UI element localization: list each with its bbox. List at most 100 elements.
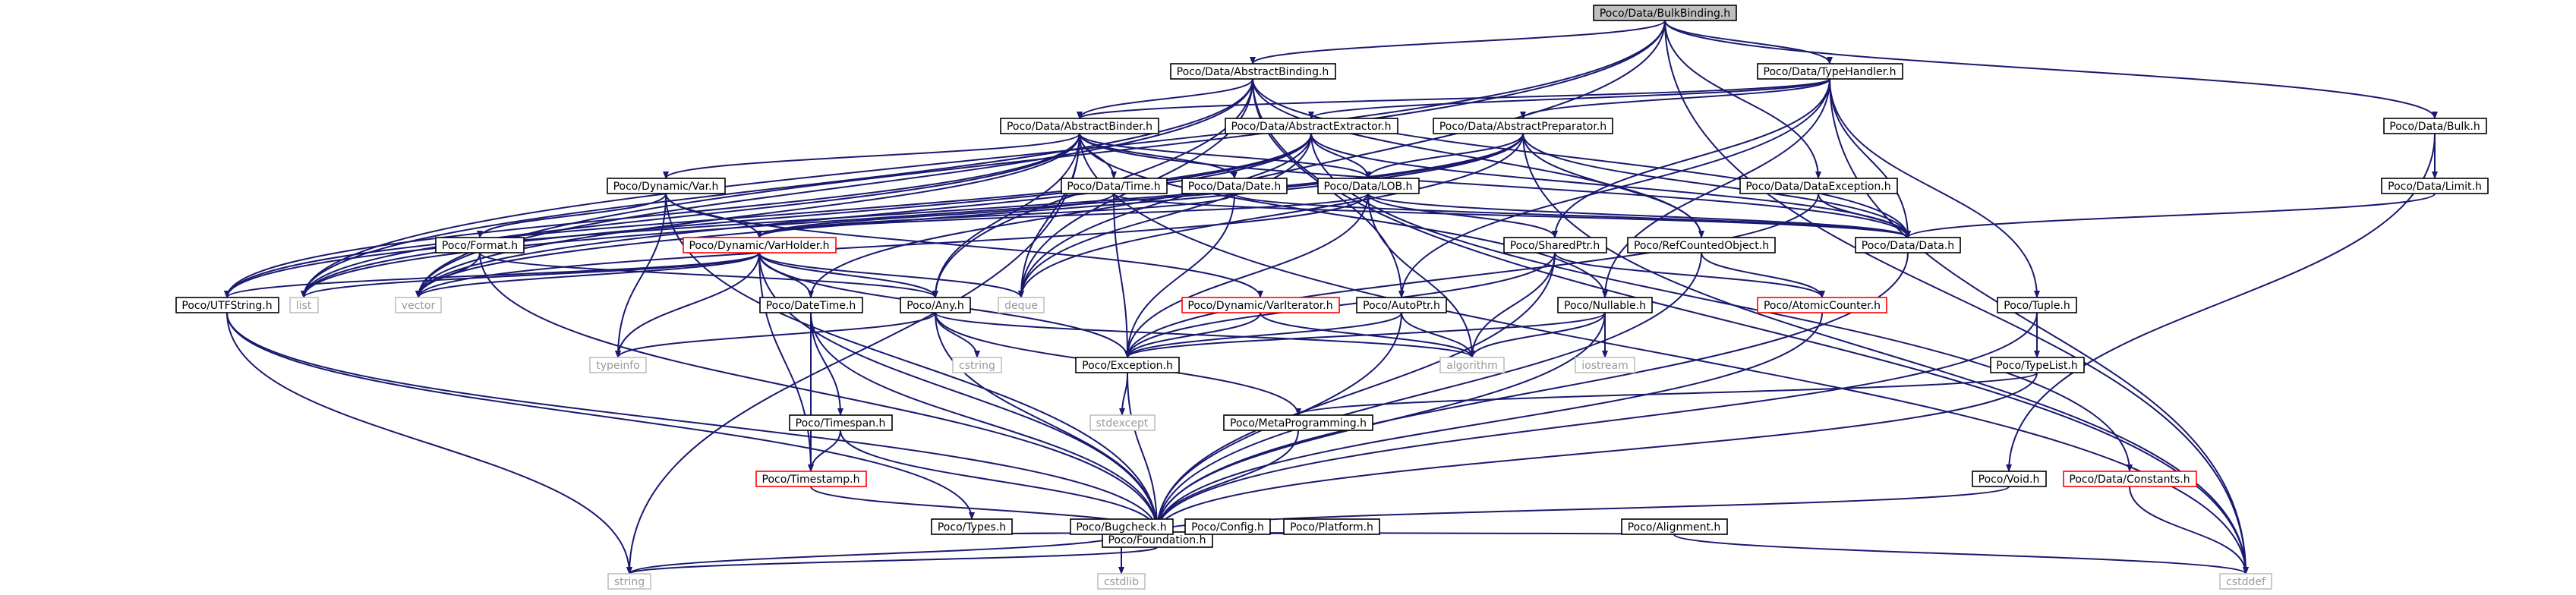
node-limit[interactable]: Poco/Data/Limit.h: [2381, 178, 2489, 194]
node-box: [1089, 414, 1156, 431]
node-format[interactable]: Poco/Format.h: [435, 237, 525, 253]
node-iostream[interactable]: iostream: [1575, 357, 1635, 373]
node-box: [2381, 178, 2489, 194]
node-types[interactable]: Poco/Types.h: [931, 518, 1013, 535]
node-varholder[interactable]: Poco/Dynamic/VarHolder.h: [683, 237, 837, 253]
edge-bulk-to-void: [2006, 133, 2436, 472]
node-label: iostream: [1581, 360, 1629, 372]
node-foundation[interactable]: Poco/Foundation.h: [1102, 531, 1213, 548]
node-algorithm[interactable]: algorithm: [1439, 357, 1505, 373]
edge-lob-to-exception: [1124, 193, 1369, 358]
node-dynvar[interactable]: Poco/Dynamic/Var.h: [607, 178, 726, 194]
node-any[interactable]: Poco/Any.h: [900, 297, 971, 313]
edge-abstractbinder-to-dynvar: [663, 133, 1080, 179]
node-datatime[interactable]: Poco/Data/Time.h: [1061, 178, 1168, 194]
node-typehandler[interactable]: Poco/Data/TypeHandler.h: [1757, 63, 1903, 80]
edge-dataexception-to-exception: [1124, 193, 1819, 358]
node-abstractextractor[interactable]: Poco/Data/AbstractExtractor.h: [1225, 118, 1398, 134]
node-tuple[interactable]: Poco/Tuple.h: [1997, 297, 2077, 313]
edge-varholder-to-timestamp: [758, 252, 814, 472]
node-nullable[interactable]: Poco/Nullable.h: [1557, 297, 1653, 313]
node-alignment[interactable]: Poco/Alignment.h: [1621, 518, 1728, 535]
node-dataexception[interactable]: Poco/Data/DataException.h: [1739, 178, 1898, 194]
node-lob[interactable]: Poco/Data/LOB.h: [1317, 178, 1420, 194]
node-refcounted[interactable]: Poco/RefCountedObject.h: [1627, 237, 1776, 253]
node-box: [1439, 357, 1505, 373]
edge-typehandler-to-abstractpreparator: [1520, 78, 1830, 119]
node-vector[interactable]: vector: [395, 297, 442, 313]
node-autoptr[interactable]: Poco/AutoPtr.h: [1356, 297, 1447, 313]
node-box: [1990, 357, 2085, 373]
node-variterator[interactable]: Poco/Dynamic/VarIterator.h: [1181, 297, 1340, 313]
node-typeinfo[interactable]: typeinfo: [589, 357, 647, 373]
edge-atomiccounter-to-foundation: [1154, 312, 1823, 533]
node-abstractpreparator[interactable]: Poco/Data/AbstractPreparator.h: [1433, 118, 1613, 134]
node-timestamp[interactable]: Poco/Timestamp.h: [755, 471, 867, 487]
node-timespan[interactable]: Poco/Timespan.h: [789, 414, 893, 431]
node-datetime[interactable]: Poco/DateTime.h: [759, 297, 863, 313]
node-abstractbinding[interactable]: Poco/Data/AbstractBinding.h: [1170, 63, 1336, 80]
node-cstring[interactable]: cstring: [952, 357, 1002, 373]
node-box: [2383, 118, 2487, 134]
node-cstddef[interactable]: cstddef: [2219, 573, 2272, 590]
node-constants[interactable]: Poco/Data/Constants.h: [2063, 471, 2197, 487]
node-label: Poco/Tuple.h: [2004, 300, 2070, 312]
node-deque[interactable]: deque: [998, 297, 1045, 313]
node-list[interactable]: list: [289, 297, 319, 313]
node-sharedptr[interactable]: Poco/SharedPtr.h: [1503, 237, 1607, 253]
edge-varholder-to-list: [301, 252, 760, 298]
edge-abstractpreparator-to-list: [301, 133, 1524, 298]
edge-abstractbinding-to-cstddef: [1252, 78, 2249, 575]
edge-constants-to-cstddef: [2129, 486, 2249, 575]
node-typelist[interactable]: Poco/TypeList.h: [1990, 357, 2085, 373]
node-label: Poco/Data/Constants.h: [2069, 474, 2190, 486]
node-box: [395, 297, 442, 313]
edge-format-to-foundation: [479, 252, 1160, 533]
edge-bulkbinding-to-abstractbinding: [1250, 20, 1666, 65]
node-box: [607, 178, 726, 194]
edge-sharedptr-to-exception: [1124, 252, 1556, 358]
node-string[interactable]: string: [607, 573, 651, 590]
node-abstractbinder[interactable]: Poco/Data/AbstractBinder.h: [1000, 118, 1159, 134]
node-cstdlib[interactable]: cstdlib: [1097, 573, 1146, 590]
edge-abstractbinder-to-vector: [415, 133, 1080, 298]
node-metaprog[interactable]: Poco/MetaProgramming.h: [1223, 414, 1373, 431]
edge-abstractbinder-to-list: [301, 133, 1080, 298]
node-bulk[interactable]: Poco/Data/Bulk.h: [2383, 118, 2487, 134]
node-label: Poco/Data/Bulk.h: [2389, 121, 2480, 133]
node-box: [1225, 118, 1398, 134]
node-label: Poco/Data/Limit.h: [2388, 181, 2482, 193]
node-bugcheck[interactable]: Poco/Bugcheck.h: [1070, 518, 1174, 535]
node-stdexcept[interactable]: stdexcept: [1089, 414, 1156, 431]
node-box: [1739, 178, 1898, 194]
node-box: [900, 297, 971, 313]
edge-exception-to-stdexcept: [1119, 372, 1128, 416]
node-box: [931, 518, 1013, 535]
node-platform[interactable]: Poco/Platform.h: [1283, 518, 1380, 535]
node-datadate[interactable]: Poco/Data/Date.h: [1181, 178, 1288, 194]
node-atomiccounter[interactable]: Poco/AtomicCounter.h: [1757, 297, 1887, 313]
node-bulkbinding[interactable]: Poco/Data/BulkBinding.h: [1593, 5, 1737, 21]
edge-alignment-to-cstddef: [1673, 534, 2249, 575]
node-exception[interactable]: Poco/Exception.h: [1075, 357, 1180, 373]
node-label: Poco/Timespan.h: [796, 417, 886, 430]
node-utfstring[interactable]: Poco/UTFString.h: [175, 297, 279, 313]
edge-timespan-to-timestamp: [808, 430, 841, 472]
node-config[interactable]: Poco/Config.h: [1184, 518, 1271, 535]
node-datadatah[interactable]: Poco/Data/Data.h: [1855, 237, 1961, 253]
node-label: Poco/Foundation.h: [1108, 534, 1206, 546]
node-label: Poco/Nullable.h: [1564, 300, 1646, 312]
node-label: stdexcept: [1096, 417, 1149, 430]
node-label: Poco/Data/AbstractExtractor.h: [1231, 121, 1392, 133]
node-box: [1075, 357, 1180, 373]
node-label: Poco/Data/AbstractBinder.h: [1007, 121, 1152, 133]
edge-abstractbinder-to-datadatah: [1079, 133, 1911, 238]
edge-typehandler-to-datadatah: [1829, 78, 1911, 238]
node-box: [1972, 471, 2047, 487]
edge-abstractpreparator-to-refcounted: [1522, 133, 1704, 238]
node-label: Poco/Format.h: [442, 240, 518, 252]
edge-abstractpreparator-to-lob: [1365, 133, 1524, 179]
edge-datadate-to-exception: [1124, 193, 1235, 358]
node-void[interactable]: Poco/Void.h: [1972, 471, 2047, 487]
node-label: Poco/Void.h: [1979, 474, 2040, 486]
